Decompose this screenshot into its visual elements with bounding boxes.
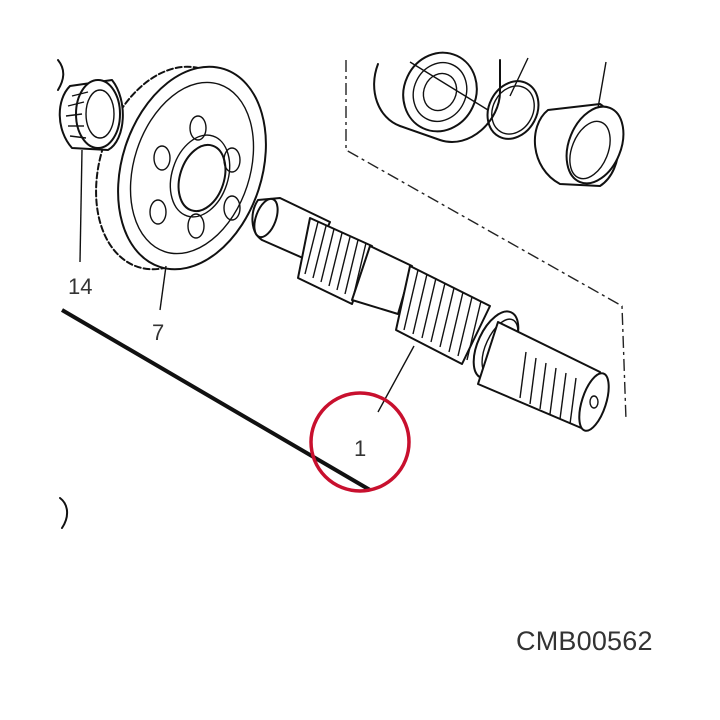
o-ring — [486, 80, 540, 140]
top-leader-lines — [409, 57, 607, 111]
main-shaft — [251, 197, 610, 432]
callout-label-1: 1 — [354, 436, 366, 461]
needle-bearing — [58, 79, 124, 151]
highlight-circle — [309, 391, 411, 493]
bearing-assembly — [373, 51, 501, 143]
bushing — [533, 103, 625, 187]
frame-edge-line — [60, 308, 372, 492]
gear — [95, 65, 267, 271]
callout-label-7: 7 — [152, 320, 164, 345]
partial-part-outline — [57, 59, 68, 529]
drawing-code: CMB00562 — [516, 626, 653, 656]
assembly-outline — [345, 60, 627, 421]
callout-label-14: 14 — [68, 274, 92, 299]
